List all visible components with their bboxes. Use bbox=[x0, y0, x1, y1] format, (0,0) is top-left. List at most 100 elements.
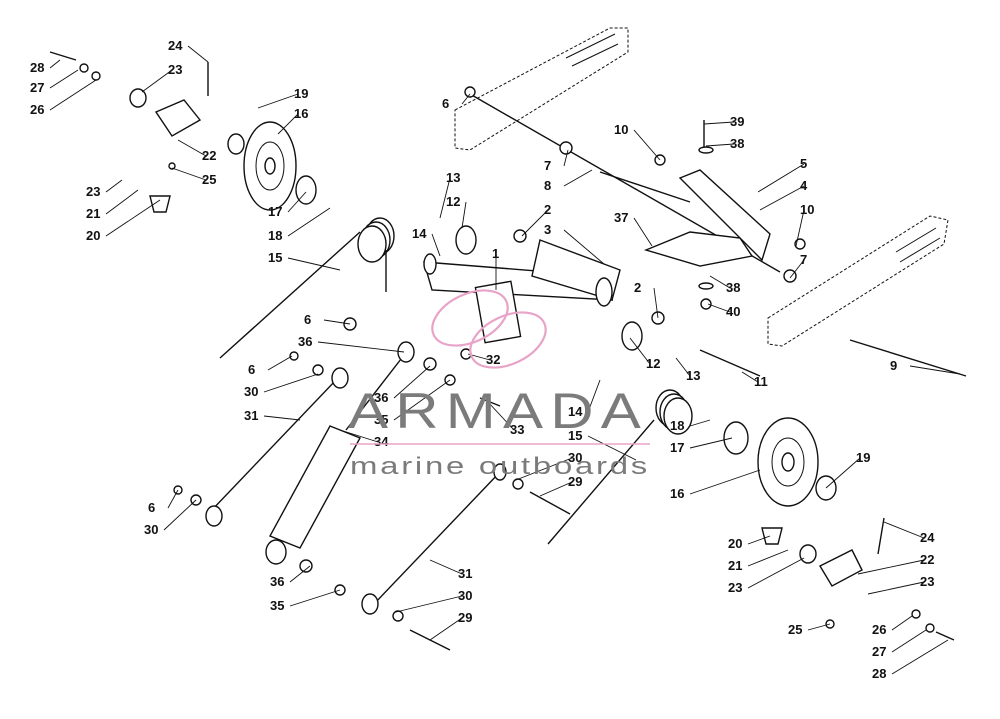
leader-line bbox=[883, 521, 925, 539]
callout-22: 22 bbox=[177, 139, 216, 163]
part-number-label: 27 bbox=[30, 80, 44, 95]
callout-15: 15 bbox=[268, 250, 341, 271]
part-number-label: 15 bbox=[268, 250, 282, 265]
leader-line bbox=[289, 565, 311, 583]
lower-rail bbox=[767, 215, 949, 347]
callout-25: 25 bbox=[788, 622, 831, 637]
callout-38: 38 bbox=[709, 275, 740, 295]
callout-23: 23 bbox=[141, 62, 182, 93]
leader-line bbox=[429, 559, 463, 575]
part-number-label: 4 bbox=[800, 178, 808, 193]
part-number-label: 30 bbox=[458, 588, 472, 603]
leader-line bbox=[49, 79, 97, 111]
callout-21: 21 bbox=[86, 189, 139, 221]
leader-line bbox=[141, 69, 173, 93]
leader-line bbox=[167, 489, 179, 509]
callout-23: 23 bbox=[867, 574, 934, 595]
part-number-label: 12 bbox=[646, 356, 660, 371]
leader-line bbox=[587, 379, 601, 413]
part-number-label: 6 bbox=[442, 96, 449, 111]
callout-30: 30 bbox=[144, 499, 197, 537]
callout-18: 18 bbox=[268, 207, 331, 243]
leader-line bbox=[689, 469, 761, 495]
leader-line bbox=[689, 419, 711, 427]
callout-11: 11 bbox=[741, 371, 768, 389]
callout-2: 2 bbox=[634, 280, 659, 319]
leader-line bbox=[705, 143, 735, 147]
leader-line bbox=[709, 275, 731, 289]
part-number-label: 10 bbox=[614, 122, 628, 137]
part-number-label: 21 bbox=[728, 558, 742, 573]
leader-line bbox=[187, 45, 209, 63]
callout-20: 20 bbox=[86, 199, 161, 243]
callout-5: 5 bbox=[757, 156, 807, 193]
leader-line bbox=[789, 259, 805, 279]
part-number-label: 7 bbox=[800, 252, 807, 267]
callout-4: 4 bbox=[759, 178, 808, 211]
part-number-label: 25 bbox=[202, 172, 216, 187]
callout-6: 6 bbox=[248, 355, 293, 377]
part-number-label: 27 bbox=[872, 644, 886, 659]
callout-31: 31 bbox=[244, 408, 301, 423]
part-number-label: 14 bbox=[412, 226, 427, 241]
part-number-label: 8 bbox=[544, 178, 551, 193]
callout-18: 18 bbox=[670, 418, 711, 433]
part-number-label: 16 bbox=[670, 486, 684, 501]
callout-36: 36 bbox=[270, 565, 311, 589]
callout-19: 19 bbox=[257, 86, 308, 109]
part-number-label: 31 bbox=[244, 408, 258, 423]
leader-line bbox=[287, 207, 331, 237]
leader-line bbox=[703, 121, 735, 125]
leader-line bbox=[487, 401, 515, 431]
part-number-label: 38 bbox=[726, 280, 740, 295]
part-number-label: 36 bbox=[374, 390, 388, 405]
callout-21: 21 bbox=[728, 549, 789, 573]
callout-6: 6 bbox=[442, 93, 471, 111]
leader-line bbox=[629, 337, 651, 365]
callout-16: 16 bbox=[277, 106, 308, 135]
callout-6: 6 bbox=[304, 312, 351, 327]
leader-line bbox=[825, 457, 861, 489]
center-arm-assembly bbox=[423, 225, 643, 351]
callout-38: 38 bbox=[705, 136, 744, 151]
leader-line bbox=[653, 287, 659, 319]
part-number-label: 19 bbox=[856, 450, 870, 465]
leader-line bbox=[105, 199, 161, 237]
callout-14: 14 bbox=[412, 226, 441, 257]
leader-line bbox=[431, 233, 441, 257]
leader-line bbox=[49, 59, 61, 69]
leader-line bbox=[587, 435, 637, 461]
callout-13: 13 bbox=[439, 170, 460, 219]
callout-19: 19 bbox=[825, 450, 870, 489]
leader-line bbox=[171, 167, 207, 181]
leader-line bbox=[267, 355, 293, 371]
leader-line bbox=[909, 365, 961, 375]
leader-line bbox=[105, 189, 139, 215]
callout-10: 10 bbox=[795, 202, 814, 247]
part-number-label: 36 bbox=[270, 574, 284, 589]
callout-17: 17 bbox=[268, 191, 307, 219]
part-number-label: 10 bbox=[800, 202, 814, 217]
callout-12: 12 bbox=[629, 337, 660, 371]
part-number-label: 37 bbox=[614, 210, 628, 225]
callout-12: 12 bbox=[446, 194, 467, 229]
leader-line bbox=[429, 617, 463, 641]
part-number-label: 29 bbox=[568, 474, 582, 489]
leader-line bbox=[177, 139, 207, 157]
part-number-label: 20 bbox=[86, 228, 100, 243]
leader-line bbox=[539, 481, 573, 497]
leader-line bbox=[747, 549, 789, 567]
part-number-label: 30 bbox=[144, 522, 158, 537]
leader-line bbox=[707, 303, 731, 313]
leader-line bbox=[105, 179, 123, 193]
callout-39: 39 bbox=[703, 114, 744, 129]
part-number-label: 23 bbox=[920, 574, 934, 589]
leader-line bbox=[257, 93, 299, 109]
leader-line bbox=[689, 437, 733, 449]
leader-line bbox=[741, 371, 759, 383]
leader-line bbox=[263, 373, 319, 393]
shock-absorber bbox=[265, 341, 415, 565]
bracket-37 bbox=[643, 120, 771, 310]
callout-30: 30 bbox=[395, 588, 472, 613]
